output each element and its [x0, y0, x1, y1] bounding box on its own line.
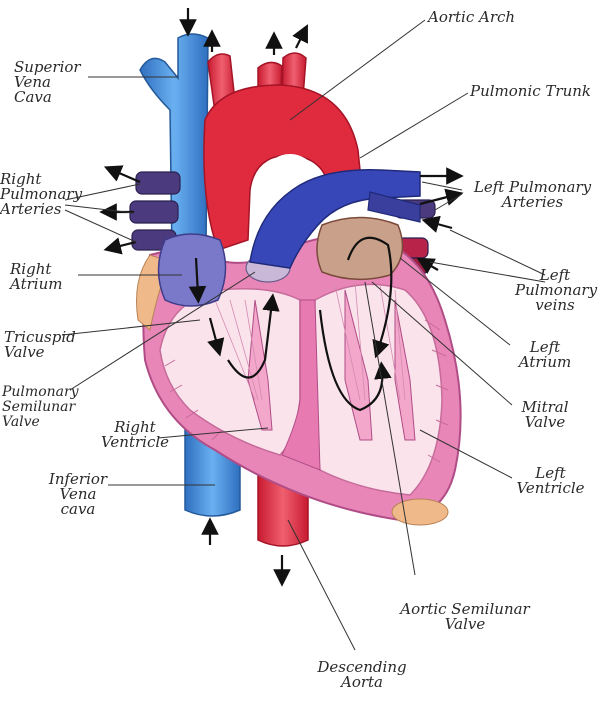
left-atrium-chamber: [316, 216, 404, 281]
label-right-pulmonary-arteries: Right Pulmonary Arteries: [0, 170, 83, 218]
label-inferior-vena-cava: Inferior Vena cava: [48, 470, 108, 518]
right-ventricle-chamber: [159, 288, 301, 456]
label-aortic-semilunar-valve: Aortic Semilunar Valve: [400, 600, 530, 633]
label-aortic-arch: Aortic Arch: [428, 8, 516, 26]
aortic-arch: [203, 84, 363, 251]
label-descending-aorta: Descending Aorta: [317, 658, 407, 691]
right-atrium-chamber: [157, 233, 227, 307]
leader-lines: [61, 19, 546, 651]
label-pulmonary-semilunar-valve: Pulmonary Semilunar Valve: [2, 384, 79, 430]
interventricular-septum: [281, 299, 321, 471]
left-ventricle-chamber: [311, 283, 443, 496]
label-right-atrium: Right Atrium: [10, 260, 63, 293]
label-pulmonic-trunk: Pulmonic Trunk: [470, 82, 592, 100]
trabeculae: [164, 319, 449, 463]
label-tricuspid-valve: Tricuspid Valve: [4, 328, 76, 361]
chordae-tendineae: [214, 281, 406, 401]
label-left-pulmonary-arteries: Left Pulmonary Arteries: [473, 178, 592, 211]
label-left-pulmonary-veins: Left Pulmonary veins: [515, 266, 598, 314]
aortic-arch-hole: [268, 154, 312, 186]
left-pulmonary-artery-branch: [367, 191, 421, 223]
label-left-atrium: Left Atrium: [518, 338, 572, 371]
flow-arrows: [99, 8, 464, 587]
label-mitral-valve: Mitral Valve: [521, 398, 569, 431]
apex-fat: [391, 498, 449, 526]
label-left-ventricle: Left Ventricle: [516, 464, 585, 497]
label-superior-vena-cava: Superior Vena Cava: [14, 58, 81, 106]
label-right-ventricle: Right Ventricle: [100, 418, 170, 451]
